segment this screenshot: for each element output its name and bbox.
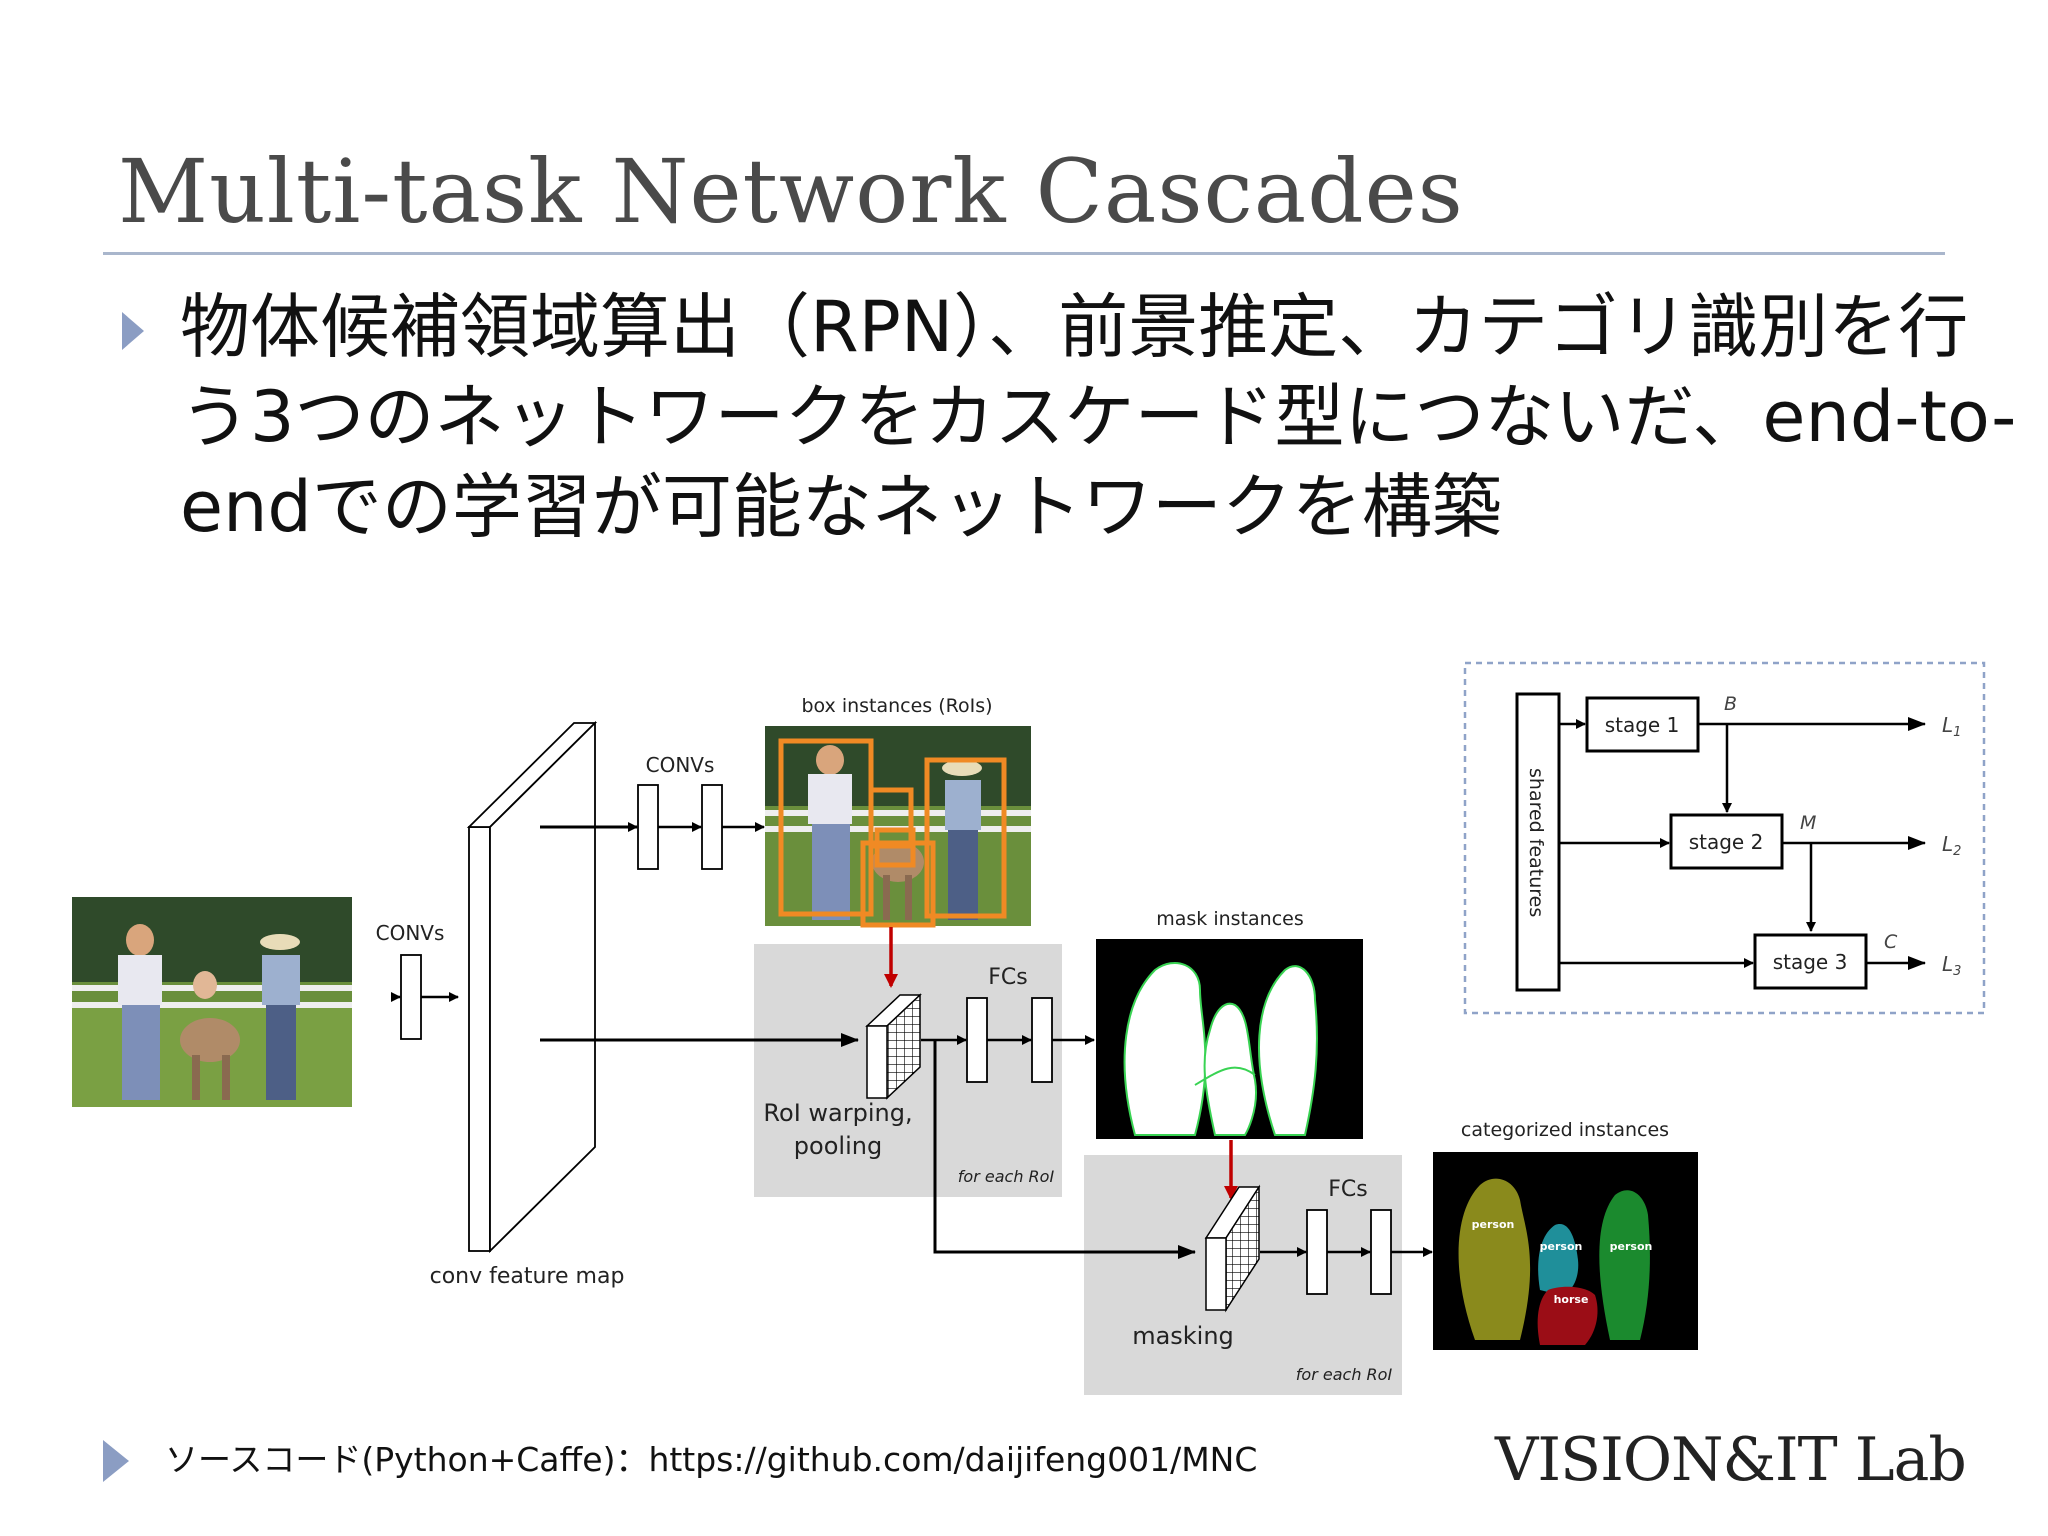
roi-warping-label: RoI warping, bbox=[763, 1099, 912, 1127]
footer-bullet-arrow-icon bbox=[103, 1440, 129, 1482]
input-photo bbox=[72, 897, 352, 1107]
masking-label: masking bbox=[1132, 1322, 1234, 1350]
stage1-label: stage 1 bbox=[1605, 713, 1680, 737]
pooling-label: pooling bbox=[794, 1132, 882, 1160]
instance-label-horse: horse bbox=[1554, 1293, 1589, 1306]
for-each-roi-2: for each RoI bbox=[1296, 1365, 1393, 1384]
fcs-label-2: FCs bbox=[1328, 1177, 1367, 1202]
stage2-box bbox=[1669, 813, 1784, 870]
box-instances-label: box instances (RoIs) bbox=[801, 695, 992, 717]
bullet-line-2: う3つのネットワークをカスケード型につないだ、end-to- bbox=[180, 376, 2017, 458]
vision-it-lab-logo: VISION&IT Lab bbox=[1495, 1425, 1967, 1495]
fc-block-2 bbox=[1031, 997, 1053, 1083]
conv-feature-map bbox=[466, 720, 598, 1254]
fc-block-3 bbox=[1306, 1209, 1328, 1295]
categorized-instances-image bbox=[1433, 1152, 1698, 1350]
l3-label: L3 bbox=[1942, 952, 1961, 979]
top-convs-label: CONVs bbox=[646, 753, 715, 777]
fc-block-4 bbox=[1370, 1209, 1392, 1295]
bullet-line-3: endでの学習が可能なネットワークを構築 bbox=[180, 466, 1502, 548]
l1-label: L1 bbox=[1942, 713, 1961, 740]
left-conv-block bbox=[400, 954, 422, 1040]
mask-instances-label: mask instances bbox=[1156, 908, 1303, 930]
stage1-box bbox=[1585, 696, 1700, 753]
left-convs-label: CONVs bbox=[376, 921, 445, 945]
l2-label: L2 bbox=[1942, 832, 1961, 859]
categorized-instances-label: categorized instances bbox=[1461, 1119, 1669, 1141]
shared-features-box bbox=[1515, 692, 1561, 992]
fcs-label-1: FCs bbox=[988, 965, 1027, 990]
title-divider bbox=[103, 252, 1945, 255]
source-code-text: ソースコード(Python+Caffe)：https://github.com/… bbox=[165, 1440, 1258, 1479]
bullet-line-1: 物体候補領域算出（RPN）、前景推定、カテゴリ識別を行 bbox=[180, 286, 1969, 368]
instance-label-person-1: person bbox=[1472, 1218, 1515, 1231]
roi-grid-2 bbox=[1204, 1184, 1261, 1313]
mask-instances-image bbox=[1096, 939, 1363, 1139]
stage3-label: stage 3 bbox=[1773, 950, 1848, 974]
shared-features-label: shared features bbox=[1525, 768, 1547, 917]
top-conv-block-2 bbox=[701, 784, 723, 870]
inset-stage-diagram bbox=[1463, 661, 1986, 1015]
bullet-text: 物体候補領域算出（RPN）、前景推定、カテゴリ識別を行 う3つのネットワークをカ… bbox=[180, 282, 2017, 552]
box-instances-photo bbox=[765, 726, 1031, 928]
b-label: B bbox=[1724, 693, 1737, 715]
m-label: M bbox=[1800, 812, 1816, 834]
roi-grid-1 bbox=[865, 993, 922, 1100]
stage2-label: stage 2 bbox=[1689, 830, 1764, 854]
stage3-box bbox=[1753, 933, 1868, 990]
slide-title: Multi-task Network Cascades bbox=[118, 140, 1464, 243]
c-label: C bbox=[1884, 931, 1898, 953]
instance-label-person-3: person bbox=[1610, 1240, 1653, 1253]
bullet-arrow-icon bbox=[122, 312, 144, 350]
instance-label-person-2: person bbox=[1540, 1240, 1583, 1253]
for-each-roi-1: for each RoI bbox=[958, 1167, 1055, 1186]
fc-block-1 bbox=[966, 997, 988, 1083]
top-conv-block-1 bbox=[637, 784, 659, 870]
conv-feature-map-label: conv feature map bbox=[430, 1264, 625, 1289]
